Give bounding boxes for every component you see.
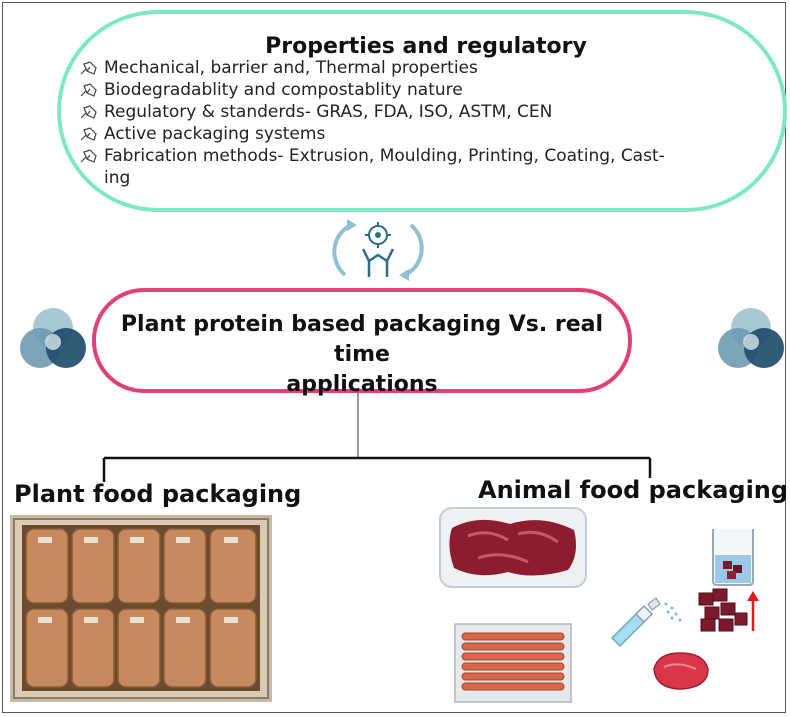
list-item: Regulatory & standerds- GRAS, FDA, ISO, … xyxy=(78,101,718,123)
list-item: Biodegradablity and compostablity nature xyxy=(78,79,718,101)
list-item: Active packaging systems xyxy=(78,123,718,145)
list-item: Fabrication methods- Extrusion, Moulding… xyxy=(78,145,718,167)
recycle-hands-icon xyxy=(332,219,424,281)
central-topic-box: Plant protein based packaging Vs. real t… xyxy=(92,288,632,397)
list-item-text: Fabrication methods- Extrusion, Moulding… xyxy=(104,146,665,166)
pushpin-icon xyxy=(80,61,97,75)
packaged-bread-image xyxy=(10,515,272,702)
properties-regulatory-box: Properties and regulatory xyxy=(57,10,787,212)
central-topic-line2: applications xyxy=(286,372,438,397)
sausages-package-image xyxy=(454,623,572,703)
list-item: Mechanical, barrier and, Thermal propert… xyxy=(78,57,718,79)
list-item-text: Mechanical, barrier and, Thermal propert… xyxy=(104,58,478,78)
spray-bottle-icon xyxy=(610,597,682,648)
plant-food-title: Plant food packaging xyxy=(14,480,302,508)
central-topic-title: Plant protein based packaging Vs. real t… xyxy=(96,310,628,400)
properties-list: Mechanical, barrier and, Thermal propert… xyxy=(78,57,718,189)
raw-steak-icon xyxy=(653,652,709,690)
animal-food-title: Animal food packaging xyxy=(478,476,789,504)
list-item-continuation: ing xyxy=(78,167,718,189)
pushpin-icon xyxy=(80,105,97,119)
venn-right-icon xyxy=(718,308,784,368)
list-item-text: Active packaging systems xyxy=(104,124,326,144)
properties-title: Properties and regulatory xyxy=(265,34,587,59)
pushpin-icon xyxy=(80,83,97,97)
venn-left-icon xyxy=(20,308,86,368)
central-topic-line1: Plant protein based packaging Vs. real t… xyxy=(120,312,604,367)
beaker-icon xyxy=(712,529,754,586)
list-item-text: Biodegradablity and compostablity nature xyxy=(104,80,463,100)
meat-cubes-icon xyxy=(698,588,759,632)
list-item-text: ing xyxy=(104,168,131,188)
pushpin-icon xyxy=(80,149,97,163)
list-item-text: Regulatory & standerds- GRAS, FDA, ISO, … xyxy=(104,102,553,122)
pushpin-icon xyxy=(80,127,97,141)
meat-tray-image xyxy=(439,507,587,588)
